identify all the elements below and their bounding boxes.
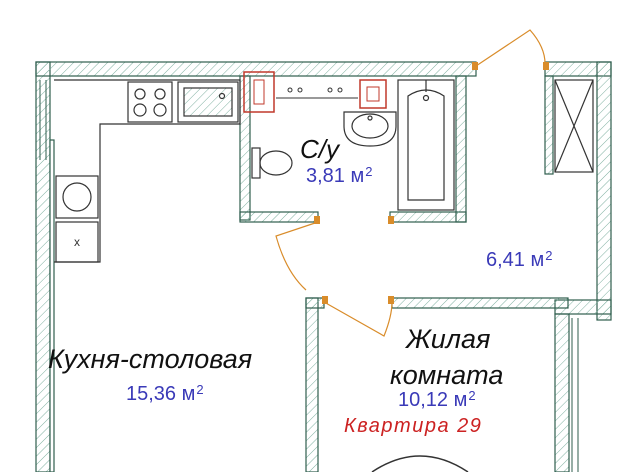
wall-bath-bottom-right	[389, 211, 467, 223]
duct-right-inner	[366, 86, 380, 102]
stove-icon	[127, 81, 173, 123]
wall-bath-left	[239, 75, 251, 221]
toilet-icon	[251, 147, 293, 179]
bathtub-icon	[397, 79, 455, 211]
washbasin-icon	[343, 111, 397, 147]
round-table	[371, 455, 469, 472]
area-value: 10,12 м	[398, 389, 468, 411]
area-unit-power: 2	[196, 382, 204, 397]
wall-left-inner-strip	[49, 139, 55, 472]
wall-right-window-inner	[544, 75, 554, 175]
pipes	[276, 87, 358, 99]
wall-right	[596, 61, 612, 321]
washing-machine-icon	[55, 175, 99, 263]
washer-mark: x	[74, 235, 80, 249]
window-left	[39, 80, 47, 160]
duct-left	[243, 71, 275, 113]
room-area-kitchen: 15,36 м2	[126, 382, 204, 405]
wall-partition-vertical	[305, 297, 319, 472]
area-unit-power: 2	[468, 388, 476, 403]
area-value: 3,81 м	[306, 165, 365, 187]
door-jambs	[314, 62, 549, 304]
room-area-living: 10,12 м2	[398, 388, 476, 411]
wall-bath-right	[455, 75, 467, 223]
duct-right	[359, 79, 387, 109]
room-name-kitchen: Кухня-столовая	[48, 344, 253, 374]
door-entrance	[475, 29, 546, 67]
sink-icon	[177, 81, 239, 123]
room-name-bathroom: С/у	[300, 134, 339, 164]
area-unit-power: 2	[545, 248, 553, 263]
wall-living-top	[391, 297, 569, 309]
door-living	[323, 301, 393, 337]
door-bathroom	[275, 221, 319, 291]
area-value: 6,41 м	[486, 249, 545, 271]
area-unit-power: 2	[365, 164, 373, 179]
area-value: 15,36 м	[126, 383, 196, 405]
window-right	[571, 318, 579, 472]
wall-left	[35, 61, 51, 472]
wall-right-bottom	[554, 313, 570, 472]
wall-bath-bottom-left	[239, 211, 319, 223]
wall-top-left	[35, 61, 477, 77]
room-name-living-line1: Жилая	[406, 324, 491, 354]
room-area-bathroom: 3,81 м2	[306, 164, 373, 187]
duct-left-inner	[253, 79, 265, 105]
room-name-living-line2: комната	[390, 360, 504, 390]
wall-partition-top	[305, 297, 325, 309]
walls	[35, 61, 612, 472]
room-area-hallway: 6,41 м2	[486, 248, 553, 271]
ventilation-shaft-icon	[554, 79, 594, 173]
apartment-label: Квартира 29	[344, 415, 483, 437]
